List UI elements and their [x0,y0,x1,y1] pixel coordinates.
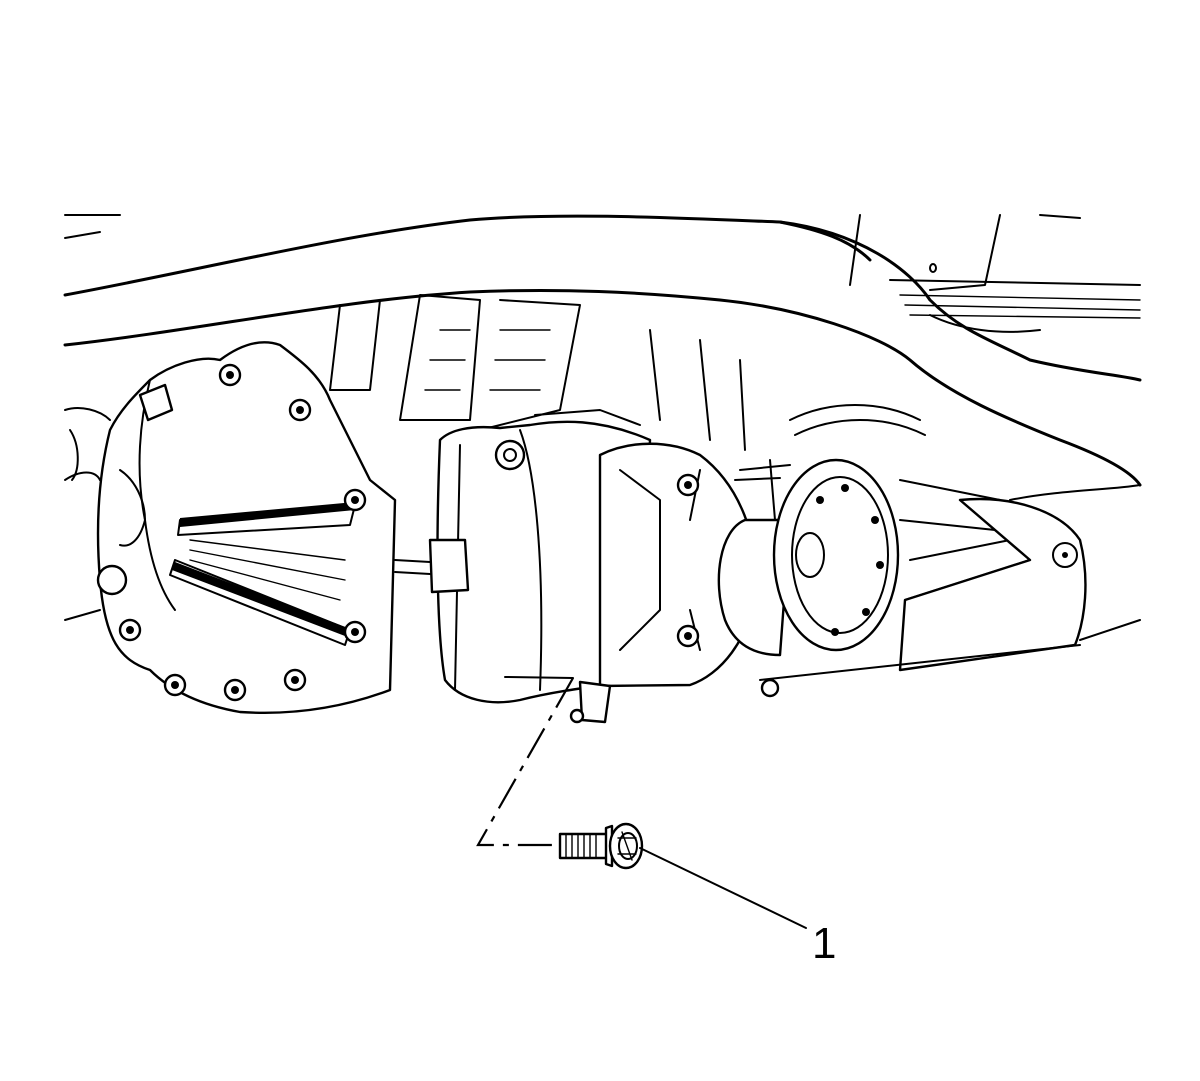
callout-label-1: 1 [812,919,836,968]
output-flange [717,458,900,657]
differential-housing [96,341,397,715]
upper-right-structure [849,214,1141,333]
left-suspension [64,407,111,621]
right-suspension [759,404,1141,698]
frame-crossmember [63,214,1142,487]
bolt-callout-group: 1 [476,676,836,968]
callout-leader-1 [639,847,807,929]
coupling-module-body [394,409,757,724]
bolt-icon [558,822,644,870]
background-brackets [329,294,746,451]
dashed-leader-line [476,677,574,847]
